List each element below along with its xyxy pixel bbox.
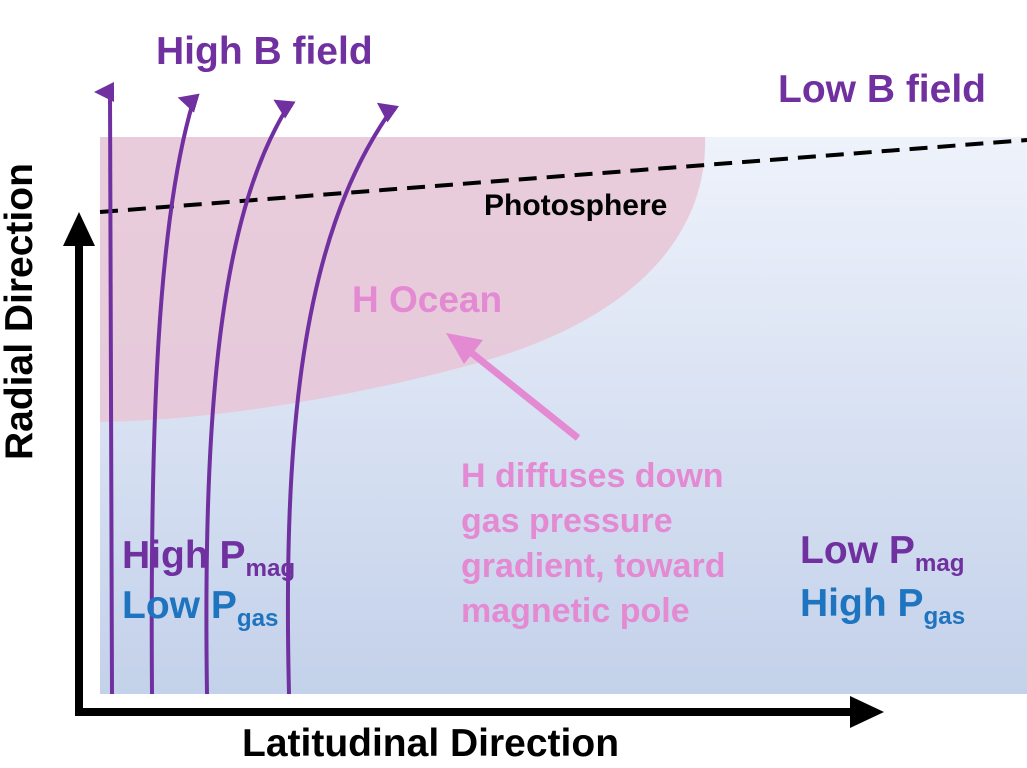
y-axis-arrowhead (63, 212, 95, 246)
right-gas-sub: gas (923, 603, 966, 631)
field-line-4 (285, 102, 400, 695)
h-diffuses-line-4: magnetic pole (461, 592, 690, 630)
field-line-3 (204, 99, 296, 695)
left-mag-main: High P (122, 534, 246, 577)
h-diffuses-line-1: H diffuses down (461, 457, 724, 495)
high-b-field-label: High B field (156, 30, 373, 73)
h-ocean-region (100, 137, 706, 422)
right-mag-sub: mag (914, 550, 965, 578)
right-gas-pressure-label: High Pgas (800, 582, 965, 629)
axes (63, 212, 884, 728)
x-axis-label: Latitudinal Direction (242, 722, 620, 765)
h-diffuses-note: H diffuses down gas pressure gradient, t… (461, 454, 781, 634)
photosphere-label: Photosphere (484, 189, 668, 222)
left-gas-main: Low P (122, 584, 237, 627)
h-ocean-label: H Ocean (352, 279, 503, 320)
field-line-1 (94, 81, 115, 695)
low-b-field-label: Low B field (778, 68, 986, 111)
field-line-2 (149, 93, 200, 695)
photosphere-line (99, 138, 1027, 214)
h-diffuses-line-2: gas pressure (461, 502, 673, 540)
left-gas-sub: gas (236, 605, 279, 633)
diffusion-arrow (446, 333, 581, 441)
right-mag-main: Low P (800, 529, 915, 572)
left-gas-pressure-label: Low Pgas (122, 584, 279, 631)
right-magnetic-pressure-label: Low Pmag (800, 529, 965, 576)
magnetic-field-lines (94, 81, 400, 695)
y-axis-label: Radial Direction (0, 163, 41, 460)
h-diffuses-line-3: gradient, toward (461, 547, 726, 585)
left-magnetic-pressure-label: High Pmag (122, 534, 295, 581)
left-mag-sub: mag (245, 555, 296, 583)
x-axis-arrowhead (850, 696, 884, 728)
right-gas-main: High P (800, 582, 924, 625)
